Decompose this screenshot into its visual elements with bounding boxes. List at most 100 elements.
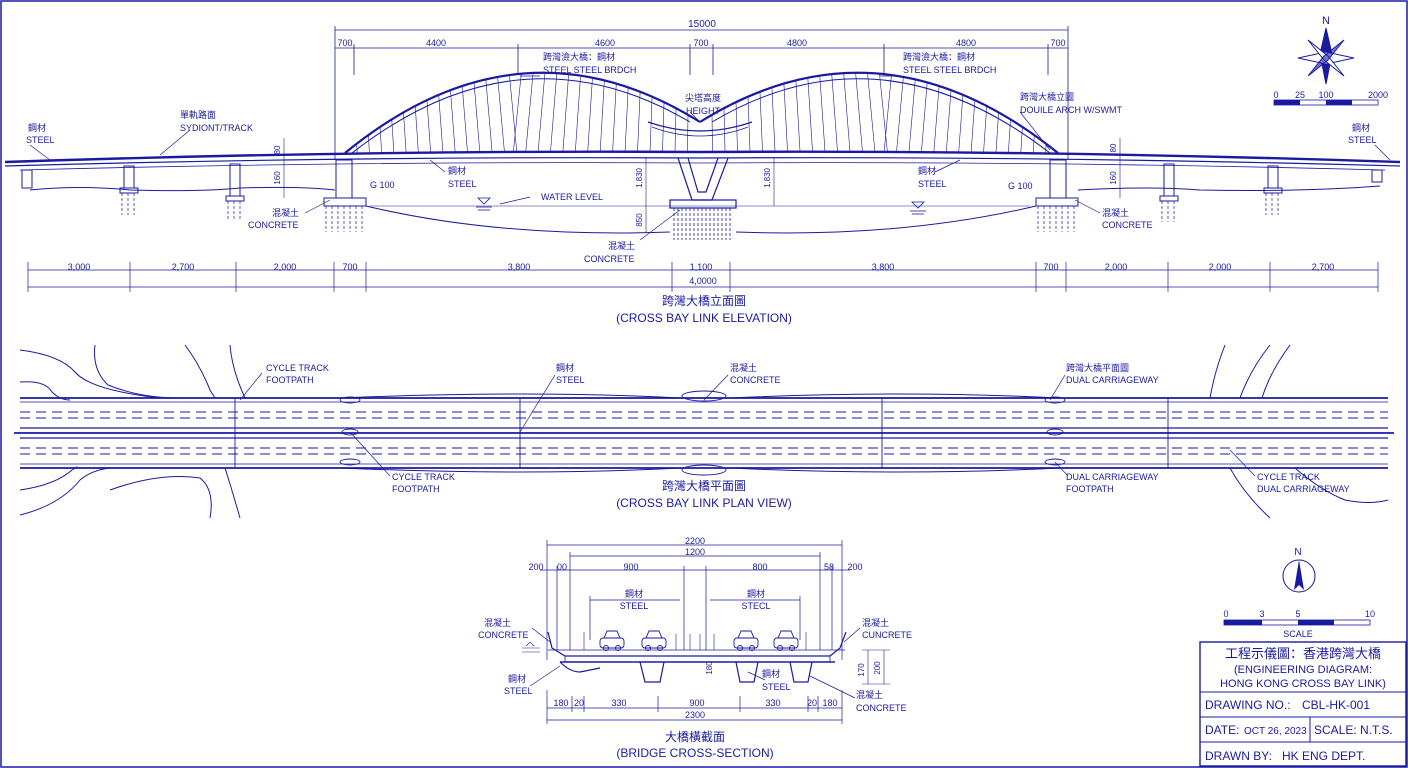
arch-hanger (883, 75, 892, 154)
label-pier-steel-left-cn: 鋼材 (448, 165, 466, 176)
car-wheel (789, 645, 795, 651)
water-level-symbols (476, 197, 926, 215)
plan-label-dual-bottom-right: DUAL CARRIAGEWAY (1257, 484, 1350, 494)
section-bdim-3: 900 (689, 698, 704, 708)
dim-top-0: 700 (337, 38, 352, 48)
plan-label-cycle-bottom: CYCLE TRACK (392, 472, 455, 482)
section-conc-tr-cn: 混凝土 (862, 617, 889, 628)
north-letter-bottom: N (1294, 547, 1301, 558)
arch-hanger (512, 73, 522, 154)
section-conc-br-en: CONCRETE (856, 703, 907, 713)
elevation-view: 15000 700 4400 4600 700 4800 4800 700 (4, 19, 1401, 325)
center-piles (673, 208, 731, 240)
section-bdim-6: 180 (822, 698, 837, 708)
arch-hanger (379, 126, 382, 154)
arch-hanger (807, 77, 813, 154)
deck-section (547, 631, 847, 683)
plan-view: CYCLE TRACK FOOTPATH 鋼材 STEEL 混凝土 CONCRE… (14, 344, 1394, 519)
section-steel-bl-cn: 鋼材 (508, 673, 526, 684)
elevation-title-cn: 跨灣大橋立面圖 (662, 293, 746, 308)
section-steel-right-en: STECL (741, 601, 770, 611)
elevation-vertical-dims (283, 138, 1121, 232)
arch-hanger (550, 73, 558, 154)
dim-bottom-5: 1,100 (690, 262, 713, 272)
arch-hanger (403, 112, 407, 154)
plan-label-cycle-top: CYCLE TRACK (266, 363, 329, 373)
scale-label-2: 5 (1295, 609, 1300, 619)
section-steel-right-cn: 鋼材 (747, 588, 765, 599)
arch-hanger (687, 114, 689, 154)
top-scale-label-0: 0 (1273, 90, 1278, 100)
arch-hanger (855, 72, 863, 154)
scale-caption: SCALE (1283, 629, 1313, 639)
dim-top-4: 4800 (787, 38, 807, 48)
label-pier-steel-right-en: STEEL (918, 179, 947, 189)
label-concrete-center-en: CONCRETE (584, 254, 635, 264)
arch-hanger (771, 87, 776, 154)
label-concrete-left-cn: 混凝土 (272, 207, 299, 218)
arch-hanger (831, 74, 838, 154)
bottom-scale-bar: 0 3 5 10 SCALE (1223, 609, 1375, 639)
section-title-en: (BRIDGE CROSS-SECTION) (616, 746, 773, 760)
dim-bottom-3: 700 (342, 262, 357, 272)
section-steel-bm-cn: 鋼材 (762, 668, 780, 679)
arch-hanger (1020, 126, 1023, 154)
dim-top-2: 4600 (595, 38, 615, 48)
label-right-steel-en: STEEL (1348, 135, 1377, 145)
car-wheel (603, 645, 609, 651)
arch-hanger (867, 72, 876, 154)
section-title-cn: 大橋橫截面 (665, 730, 725, 744)
vdim-5: 80 (1109, 143, 1118, 152)
arch-hanger (662, 102, 665, 154)
vdim-6: 160 (1109, 171, 1118, 185)
north-arrow-icon: N (1282, 547, 1316, 593)
top-scale-bar: 0 25 100 2000 (1273, 90, 1388, 106)
dim-bottom-4: 3,800 (508, 262, 531, 272)
arch-hanger (933, 85, 940, 154)
side-piles (121, 193, 1279, 232)
plan-label-cycle-bottom-right: CYCLE TRACK (1257, 472, 1320, 482)
car-body (773, 637, 799, 649)
plan-label-footpath-bottom: FOOTPATH (392, 484, 440, 494)
section-leaders (529, 627, 861, 699)
label-arch-right-cn: 跨灣澰大橋：鋼材 (903, 51, 975, 62)
arch-hanger (537, 72, 546, 154)
vehicles (599, 630, 799, 651)
water-ground-line (29, 185, 1381, 234)
dim-top-6: 700 (1050, 38, 1065, 48)
scale-label-0: 0 (1223, 609, 1228, 619)
arch-hanger (637, 91, 641, 154)
arch-hanger (587, 77, 593, 154)
plan-label-concrete-cn: 混凝土 (730, 362, 757, 373)
arch-hanger (574, 75, 581, 154)
drawn-by-label: DRAWN BY: (1205, 749, 1272, 763)
car-roof (737, 630, 755, 639)
plan-label-steel-en: STEEL (556, 375, 585, 385)
section-bdim-2: 330 (611, 698, 626, 708)
dim-top-1: 4400 (426, 38, 446, 48)
car-wheel (657, 645, 663, 651)
arch-hanger (414, 105, 419, 154)
arch-hanger (970, 100, 976, 154)
arch-hanger (921, 82, 928, 154)
section-dim-row-1: 00 (557, 562, 567, 572)
arch-hanger (945, 90, 952, 154)
dim-top-5: 4800 (956, 38, 976, 48)
section-vdim-200: 200 (873, 661, 882, 675)
top-scale-label-3: 2000 (1368, 90, 1388, 100)
label-left-steel-cn: 鋼材 (28, 122, 46, 133)
label-water-level: WATER LEVEL (541, 192, 603, 202)
label-left-steel-en: STEEL (26, 135, 55, 145)
section-conc-tl-cn: 混凝土 (484, 617, 511, 628)
arch-hanger (735, 102, 738, 154)
arch-hanger (391, 119, 395, 154)
car-roof (777, 630, 795, 639)
arch-hanger (843, 73, 851, 154)
plan-leaders (239, 372, 1256, 477)
title-block-en-1: (ENGINEERING DIAGRAM: (1234, 664, 1372, 676)
section-vdim-180: 180 (705, 661, 714, 675)
arch-hanger (674, 108, 677, 154)
car-wheel (737, 645, 743, 651)
arch-hanger (983, 105, 988, 154)
section-bdim-overall: 2300 (685, 710, 705, 720)
